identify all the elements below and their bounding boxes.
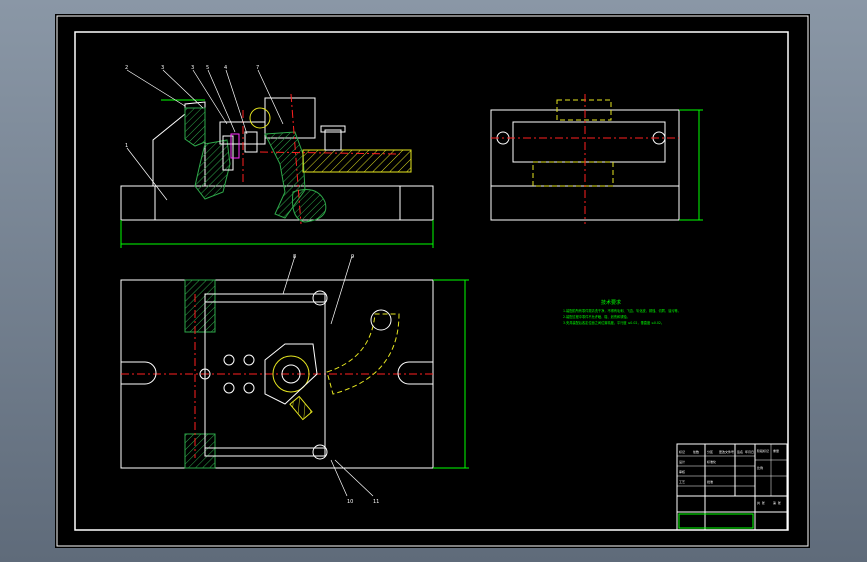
tb-cell-2: 处数 (693, 449, 699, 454)
balloon-10: 10 (347, 499, 353, 505)
drawing-sheet: 2 3 3 5 4 7 1 8 9 10 11 技术要求 1.装配前所有零件需清… (55, 14, 810, 548)
top-view[interactable] (120, 255, 469, 497)
tb-cell-15: 共 张 (757, 500, 765, 505)
balloon-8: 8 (293, 254, 296, 260)
notes-line-2: 2.装配过程中零件不允许磕、碰、划伤和锈蚀。 (563, 314, 630, 319)
yellow-arm (302, 149, 412, 173)
tb-cell-13: 重量 (773, 448, 779, 453)
balloon-4: 4 (224, 65, 227, 71)
balloon-3b: 3 (191, 65, 194, 71)
tb-cell-5: 签名 (737, 449, 743, 454)
tb-cell-16: 第 张 (773, 500, 781, 505)
balloon-1: 1 (125, 143, 128, 149)
tb-cell-3: 分区 (707, 449, 713, 454)
balloon-7: 7 (256, 65, 259, 71)
technical-notes: 技术要求 1.装配前所有零件需清洗干净，不得有毛刺、飞边、氧化皮、锈蚀、切屑、油… (563, 299, 681, 325)
front-base (120, 185, 434, 221)
tb-cell-10: 工艺 (679, 479, 685, 484)
side-view[interactable] (490, 94, 703, 224)
tb-cell-8: 标准化 (707, 459, 716, 464)
tb-cell-4: 更改文件号 (719, 449, 734, 454)
tb-cell-6: 年月日 (745, 449, 754, 454)
balloon-2: 2 (125, 65, 128, 71)
notes-title: 技术要求 (601, 299, 621, 306)
balloon-11: 11 (373, 499, 379, 505)
balloon-9: 9 (351, 254, 354, 260)
tb-cell-14: 比例 (757, 465, 763, 470)
notes-line-3: 3.夹具装配后各定位面之间位置精度，平行度 ≤0.02，垂直度 ≤0.02。 (563, 320, 664, 325)
tb-cell-7: 设计 (679, 459, 685, 464)
notes-line-1: 1.装配前所有零件需清洗干净，不得有毛刺、飞边、氧化皮、锈蚀、切屑、油污等。 (563, 308, 681, 313)
balloon-labels: 2 3 3 5 4 7 1 8 9 10 11 (125, 65, 379, 505)
front-section-hatch (184, 107, 206, 147)
tb-cell-1: 标记 (679, 449, 685, 454)
balloon-5: 5 (206, 65, 209, 71)
front-view[interactable] (120, 69, 434, 248)
drawing-canvas: 2 3 3 5 4 7 1 8 9 10 11 技术要求 1.装配前所有零件需清… (56, 15, 809, 547)
outer-border (56, 15, 809, 547)
tb-cell-9: 审核 (679, 469, 685, 474)
tb-cell-11: 批准 (707, 479, 713, 484)
title-block[interactable]: 标记 处数 分区 更改文件号 签名 年月日 设计 标准化 审核 工艺 批准 阶段… (676, 443, 788, 531)
tb-cell-12: 阶段标记 (757, 448, 769, 453)
inner-border (74, 31, 789, 531)
balloon-3a: 3 (161, 65, 164, 71)
